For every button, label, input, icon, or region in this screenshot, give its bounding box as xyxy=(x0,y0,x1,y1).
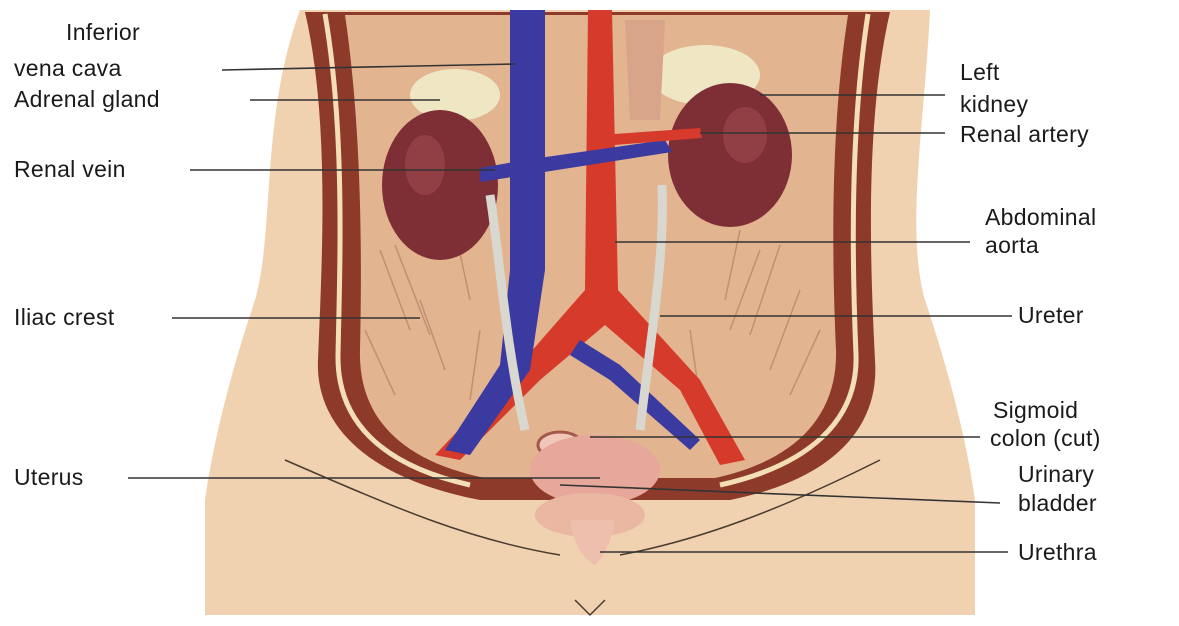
label-abdominal-aorta-line1: Abdominal xyxy=(985,205,1096,230)
label-urinary-bladder-line2: bladder xyxy=(1018,491,1097,516)
label-iliac-crest: Iliac crest xyxy=(14,305,114,330)
upper-organ-stub xyxy=(625,20,665,120)
label-sigmoid-colon-line2: colon (cut) xyxy=(990,426,1101,451)
label-uterus: Uterus xyxy=(14,465,84,490)
label-urethra: Urethra xyxy=(1018,540,1097,565)
label-adrenal-gland: Adrenal gland xyxy=(14,87,160,112)
kidney-left-highlight xyxy=(723,107,767,163)
kidney-right-highlight xyxy=(405,135,445,195)
label-renal-artery: Renal artery xyxy=(960,122,1089,147)
label-inferior-vena-cava-line2: vena cava xyxy=(14,56,122,81)
label-renal-vein: Renal vein xyxy=(14,157,126,182)
kidney-right xyxy=(382,110,498,260)
label-ureter: Ureter xyxy=(1018,303,1084,328)
label-left-kidney-line2: kidney xyxy=(960,92,1028,117)
label-left-kidney-line1: Left xyxy=(960,60,1000,85)
label-abdominal-aorta-line2: aorta xyxy=(985,233,1039,258)
label-urinary-bladder-line1: Urinary xyxy=(1018,462,1094,487)
label-inferior-vena-cava-line1: Inferior xyxy=(66,20,140,45)
label-sigmoid-colon-line1: Sigmoid xyxy=(993,398,1078,423)
